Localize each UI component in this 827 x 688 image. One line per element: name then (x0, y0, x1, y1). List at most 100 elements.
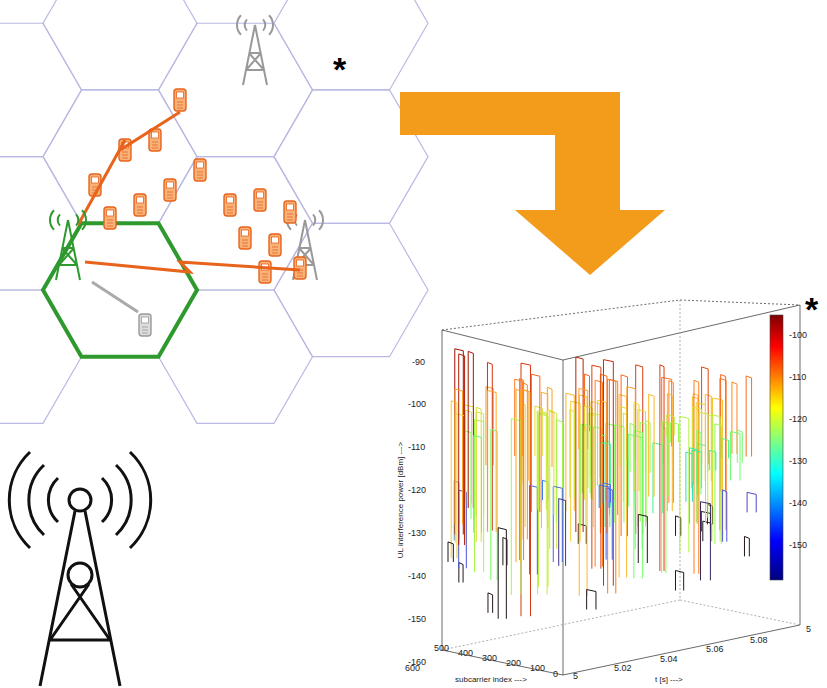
interference-bar (638, 514, 647, 563)
interference-bar (579, 389, 588, 450)
interference-bar (603, 360, 613, 586)
mobile-phone (174, 89, 186, 111)
axis-tick: 400 (458, 649, 473, 658)
tower-icon (9, 452, 150, 686)
cell-hexagon (43, 90, 197, 223)
interference-bar (746, 376, 751, 457)
interference-bar (630, 423, 634, 472)
interference-bar (468, 351, 473, 508)
interference-bar (680, 416, 689, 552)
plot-box (442, 300, 800, 675)
mobile-phone (149, 129, 161, 151)
mobile-phone (194, 159, 206, 181)
interference-bar (487, 362, 492, 530)
mobile-phone (139, 314, 151, 336)
flow-arrow (400, 92, 665, 275)
axis-tick: 5.08 (750, 636, 768, 645)
mobile-phone (134, 194, 146, 216)
interference-bar (451, 401, 457, 559)
interference-bar (615, 425, 624, 523)
interference-bar (702, 367, 709, 464)
interference-bar (498, 528, 506, 619)
interference-bar (701, 502, 711, 581)
serving-link (92, 282, 138, 312)
base-station (237, 15, 273, 85)
interference-path (85, 262, 300, 272)
interference-bar (530, 485, 538, 574)
interference-bar (599, 485, 609, 508)
interference-bar (703, 521, 711, 541)
cell-hexagon (0, 290, 82, 423)
interference-bar (488, 391, 497, 533)
interference-bar (559, 499, 566, 566)
base-station (50, 210, 86, 280)
mobile-phone (259, 261, 271, 283)
cell-hexagon (43, 223, 197, 356)
interference-bar (744, 536, 749, 556)
interference-bar (459, 563, 463, 583)
axis-tick: 5.06 (706, 645, 724, 654)
cell-hexagon (159, 23, 313, 156)
interference-bar (620, 406, 626, 466)
interference-bar (553, 486, 562, 562)
interference-bar (531, 374, 540, 512)
axis-tick: 5 (573, 672, 578, 681)
axis-tick: 5.04 (660, 655, 678, 664)
interference-bar (712, 415, 720, 542)
colorbar-tick: -130 (789, 457, 807, 466)
mobile-phone (239, 227, 251, 249)
interference-bar (591, 413, 600, 498)
axis-tick: 100 (530, 664, 545, 673)
interference-bar (570, 410, 575, 498)
cell-hexagon (43, 0, 197, 90)
serving-cell (43, 223, 197, 356)
cell-hexagon (274, 223, 428, 356)
interference-bar (522, 389, 528, 480)
interference-bar (649, 394, 654, 496)
interference-bar (448, 542, 453, 562)
interference-bar (747, 492, 756, 512)
axis-tick: -110 (408, 443, 425, 452)
cell-hexagon (0, 157, 82, 290)
mobile-phone (104, 207, 116, 229)
interference-bar (576, 357, 583, 532)
interference-path (78, 112, 180, 225)
mobile-phone (284, 201, 296, 223)
axis-tick: -150 (408, 615, 426, 624)
interference-bar (646, 421, 650, 473)
interference-bar (731, 432, 740, 481)
interference-bar (592, 365, 601, 568)
axis-title: UL interference power [dBm] ---> (397, 442, 405, 558)
mobile-phone (294, 257, 306, 279)
interference-bar (670, 422, 678, 442)
interference-bar (722, 438, 729, 458)
interference-bar (690, 448, 698, 524)
interference-bar (459, 354, 465, 545)
interference-bar (503, 537, 507, 565)
axis-tick: -100 (408, 400, 426, 409)
asterisk: * (805, 292, 818, 326)
interference-bar (455, 389, 463, 524)
interference-bar (737, 430, 742, 463)
axis-title: subcarrier index ---> (455, 676, 527, 684)
mobile-phone (224, 194, 236, 216)
interference-bar (634, 403, 639, 492)
interference-bar (587, 590, 596, 610)
cell-hexagon (159, 290, 313, 423)
interference-bar (566, 393, 574, 511)
mobile-phone (164, 179, 176, 201)
axis-tick: 0 (553, 670, 558, 679)
interference-bar (474, 435, 482, 532)
interference-bar (537, 411, 546, 510)
colorbar-tick: -110 (789, 373, 806, 382)
interference-bar (523, 383, 527, 539)
axis-tick: 500 (434, 644, 449, 653)
interference-bar (732, 382, 737, 454)
colorbar-tick: -100 (789, 331, 807, 340)
interference-bar (476, 412, 484, 516)
colorbar-tick: -140 (789, 499, 807, 508)
axis-title: t [s] ---> (655, 676, 683, 684)
axis-tick: 5.02 (614, 664, 632, 673)
axis-tick: -90 (412, 358, 425, 367)
